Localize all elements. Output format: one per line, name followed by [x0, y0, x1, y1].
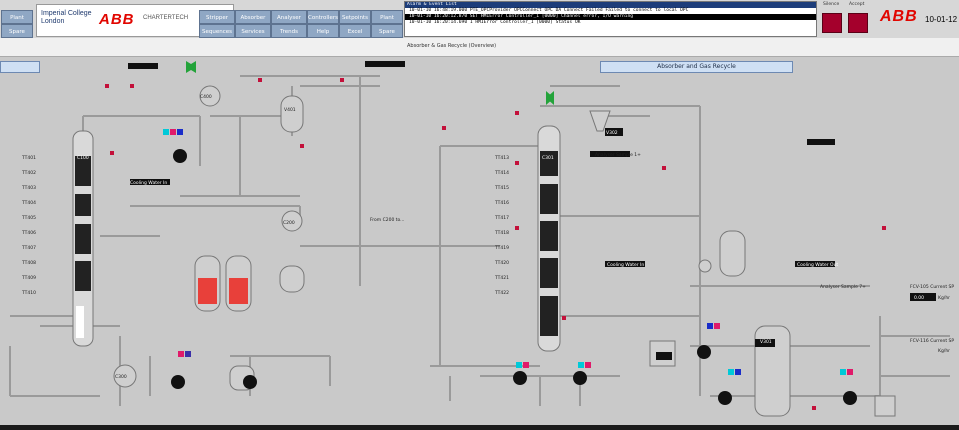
label-v302: V302 — [606, 130, 618, 136]
vessels[interactable] — [113, 85, 896, 417]
label-v301: V301 — [760, 339, 772, 345]
label-c400: C400 — [200, 94, 212, 100]
tag-tt417: TT417 — [494, 215, 509, 221]
tag-tt418: TT418 — [494, 230, 509, 236]
label-fcv116: FCV-116 Current SP — [910, 338, 954, 344]
breadcrumb: Absorber & Gas Recycle (Overview) — [407, 43, 497, 49]
tag-tt407: TT407 — [21, 245, 36, 251]
tag-tt406: TT406 — [21, 230, 36, 236]
process-diagram: TT401 TT402 TT403 TT404 TT405 TT406 TT40… — [9, 61, 954, 417]
tag-labels: TT401 TT402 TT403 TT404 TT405 TT406 TT40… — [21, 94, 954, 380]
silence-button[interactable] — [822, 13, 842, 33]
silence-label: Silence — [823, 2, 840, 7]
label-cooling-water-out: Cooling Water Out — [797, 262, 838, 268]
analyser-button[interactable]: Analyser — [271, 10, 307, 24]
tag-tt414: TT414 — [494, 170, 509, 176]
vessel-c300 — [113, 364, 137, 388]
plant-areas-button[interactable]: Plant Areas — [1, 10, 33, 35]
alarm-list-title: Alarm & Event List — [405, 2, 816, 8]
label-c300: C300 — [115, 374, 127, 380]
alarm-row[interactable]: 10-01-10 16:48:19.000 PTE_OPCProvider OP… — [409, 8, 689, 13]
tag-tt422: TT422 — [494, 290, 509, 296]
vessel-c200 — [281, 210, 303, 232]
label-cooling-water-in-2: Cooling Water In — [607, 262, 644, 268]
abb-logo-right: ABB — [880, 8, 918, 25]
alarm-row-selected[interactable]: 10-01-10 16:20:12.870 SET HMIError Contr… — [405, 14, 816, 20]
section-title: Absorber and Gas Recycle — [600, 61, 793, 73]
tag-tt408: TT408 — [21, 260, 36, 266]
label-c301: C301 — [542, 155, 554, 161]
status-squares — [163, 129, 853, 375]
tag-tt404: TT404 — [21, 200, 36, 206]
tag-tt416: TT416 — [494, 200, 509, 206]
pumps[interactable] — [171, 149, 857, 405]
spare-button-right[interactable]: Spare — [371, 24, 403, 38]
accept-label: Accept — [849, 2, 865, 7]
trends-button[interactable]: Trends — [271, 24, 307, 38]
taskbar — [0, 425, 959, 430]
abb-logo: ABB — [99, 11, 135, 28]
column-c301[interactable] — [537, 125, 561, 352]
alarm-list[interactable]: Alarm & Event List 10-01-10 16:48:19.000… — [404, 1, 817, 37]
spare-button-left[interactable]: Spare — [1, 24, 33, 38]
column-c100[interactable] — [72, 130, 94, 347]
absorber-button[interactable]: Absorber — [235, 10, 271, 24]
excel-button[interactable]: Excel — [339, 24, 371, 38]
date-display: 10-01-12 — [925, 15, 958, 24]
label-analyser-sample-1: Analyser Sample 1+ — [595, 152, 641, 158]
label-analyser-sample-7: Analyser Sample 7+ — [820, 284, 866, 290]
label-c100: C100 — [77, 155, 89, 161]
label-c200: C200 — [283, 220, 295, 226]
alarm-row[interactable]: 10-01-10 16:20:14.690 1 HMIError Control… — [409, 20, 581, 25]
vessel-v401 — [280, 95, 304, 133]
services-button[interactable]: Services — [235, 24, 271, 38]
accept-button[interactable] — [848, 13, 868, 33]
sub-toolbar — [0, 38, 959, 57]
value-fcv105: 0.00 — [914, 295, 924, 301]
label-cooling-water-in-1: Cooling Water In — [130, 180, 167, 186]
tag-tt405: TT405 — [21, 215, 36, 221]
plant-areas-button-2[interactable]: Plant Areas — [371, 10, 403, 35]
tag-tt401: TT401 — [21, 155, 36, 161]
tag-tt413: TT413 — [494, 155, 509, 161]
tag-tt415: TT415 — [494, 185, 509, 191]
chartertech-logo: CHARTERTECH — [143, 15, 189, 21]
tag-tt402: TT402 — [21, 170, 36, 176]
tag-tt410: TT410 — [21, 290, 36, 296]
unit-fcv105: Kg/hr — [938, 295, 950, 301]
pipe-network — [9, 75, 950, 406]
tag-tt409: TT409 — [21, 275, 36, 281]
unit-fcv116: Kg/hr — [938, 348, 950, 354]
left-panel-tab[interactable] — [0, 61, 40, 73]
help-button[interactable]: Help — [307, 24, 339, 38]
label-fcv105: FCV-105 Current SP — [910, 284, 954, 290]
label-v401: V401 — [284, 107, 296, 113]
tag-tt421: TT421 — [494, 275, 509, 281]
tag-tt420: TT420 — [494, 260, 509, 266]
controllers-button[interactable]: Controllers — [307, 10, 339, 24]
sequences-button[interactable]: Sequences — [199, 24, 235, 38]
vessel-v301 — [754, 325, 791, 417]
red-indicators — [105, 78, 886, 410]
tag-tt403: TT403 — [21, 185, 36, 191]
setpoints-button[interactable]: Setpoints — [339, 10, 371, 24]
vessel-c400 — [199, 85, 221, 107]
label-boxes — [128, 61, 936, 360]
stripper-button[interactable]: Stripper — [199, 10, 235, 24]
red-tank-2[interactable] — [225, 255, 252, 312]
red-tank-1[interactable] — [194, 255, 221, 312]
valves[interactable] — [186, 61, 554, 105]
label-recycle: From C200 to... — [370, 217, 404, 223]
tag-tt419: TT419 — [494, 245, 509, 251]
top-toolbar: Plant Areas Spare Imperial CollegeLondon… — [0, 0, 959, 39]
